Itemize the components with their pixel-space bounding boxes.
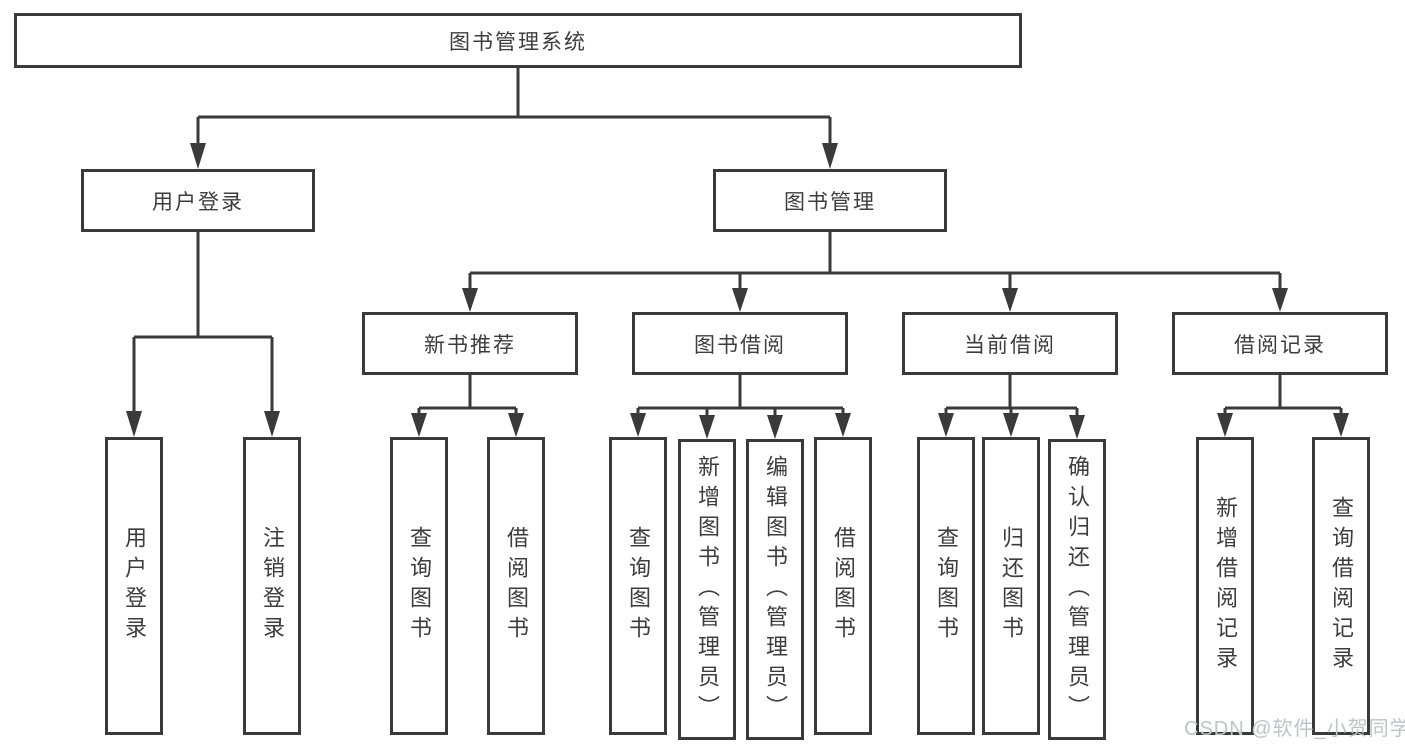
- leaf-logout-label: 注销登录: [260, 526, 285, 646]
- leaf-borrow-books-recommend-label: 借阅图书: [504, 526, 529, 646]
- node-book-borrow-label: 图书借阅: [694, 333, 786, 357]
- leaf-add-borrow-record-label: 新增借阅记录: [1213, 496, 1238, 676]
- leaf-return-book: 归还图书: [982, 437, 1040, 735]
- node-current-borrow-label: 当前借阅: [964, 333, 1056, 357]
- node-book-management-label: 图书管理: [784, 190, 876, 214]
- node-root-system: 图书管理系统: [14, 13, 1022, 68]
- connector-user-login-group: [126, 232, 280, 437]
- leaf-confirm-return-admin-label: 确认归还（管理员）: [1065, 454, 1090, 725]
- leaf-edit-book-admin: 编辑图书（管理员）: [746, 439, 804, 740]
- leaf-query-books-borrow: 查询图书: [609, 437, 667, 735]
- node-borrow-records: 借阅记录: [1172, 312, 1388, 375]
- connector-current-borrow-group: [938, 375, 1085, 439]
- leaf-query-books-borrow-label: 查询图书: [626, 526, 651, 646]
- node-current-borrow: 当前借阅: [902, 312, 1118, 375]
- leaf-confirm-return-admin: 确认归还（管理员）: [1048, 439, 1106, 740]
- connector-book-borrow-group: [630, 375, 851, 439]
- leaf-query-books-recommend-label: 查询图书: [407, 526, 432, 646]
- node-user-login-label: 用户登录: [152, 190, 244, 214]
- leaf-query-borrow-record: 查询借阅记录: [1312, 437, 1370, 735]
- leaf-query-books-current: 查询图书: [917, 437, 975, 735]
- leaf-borrow-books: 借阅图书: [814, 437, 872, 735]
- connector-borrow-records-group: [1217, 375, 1349, 437]
- leaf-borrow-books-label: 借阅图书: [831, 526, 856, 646]
- connector-root-to-level2: [190, 68, 838, 169]
- node-user-login: 用户登录: [81, 169, 315, 232]
- node-new-book-recommend: 新书推荐: [362, 312, 578, 375]
- leaf-add-book-admin: 新增图书（管理员）: [678, 439, 736, 740]
- leaf-user-login-label: 用户登录: [122, 526, 147, 646]
- node-new-book-recommend-label: 新书推荐: [424, 333, 516, 357]
- csdn-watermark: CSDN @软件_小贺同学: [1184, 718, 1405, 740]
- leaf-query-borrow-record-label: 查询借阅记录: [1329, 496, 1354, 676]
- leaf-add-book-admin-label: 新增图书（管理员）: [695, 454, 720, 725]
- node-book-borrow: 图书借阅: [632, 312, 848, 375]
- leaf-edit-book-admin-label: 编辑图书（管理员）: [763, 454, 788, 725]
- leaf-borrow-books-recommend: 借阅图书: [487, 437, 545, 735]
- node-book-management: 图书管理: [713, 169, 947, 232]
- node-borrow-records-label: 借阅记录: [1234, 333, 1326, 357]
- leaf-query-books-current-label: 查询图书: [934, 526, 959, 646]
- node-root-system-label: 图书管理系统: [449, 30, 587, 54]
- leaf-add-borrow-record: 新增借阅记录: [1196, 437, 1254, 735]
- leaf-user-login: 用户登录: [105, 437, 163, 735]
- leaf-query-books-recommend: 查询图书: [390, 437, 448, 735]
- leaf-return-book-label: 归还图书: [999, 526, 1024, 646]
- connector-new-book-group: [411, 375, 524, 437]
- leaf-logout: 注销登录: [243, 437, 301, 735]
- connector-book-management-group: [462, 232, 1288, 312]
